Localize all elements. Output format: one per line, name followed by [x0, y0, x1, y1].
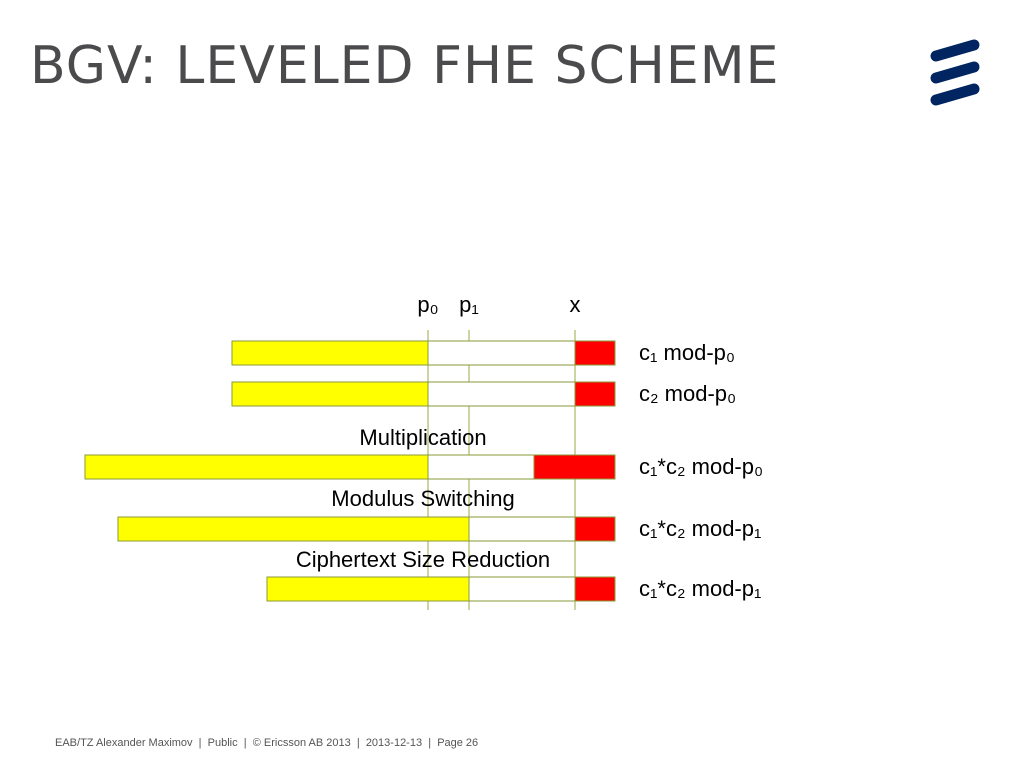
row-label-4: c₁*c₂ mod-p₁	[639, 516, 761, 541]
marker-x: x	[570, 292, 581, 317]
footer-copyright: © Ericsson AB 2013	[252, 737, 351, 749]
bar-gap-1	[427, 340, 576, 366]
step-modulus-switching: Modulus Switching	[331, 486, 514, 511]
bar-signal-4	[117, 516, 470, 542]
footer: EAB/TZ Alexander Maximov | Public | © Er…	[55, 737, 479, 749]
bar-noise-4	[574, 516, 616, 542]
bar-gap-4	[468, 516, 576, 542]
marker-p1: p₁	[459, 292, 479, 317]
bar-signal-2	[231, 381, 429, 407]
footer-page-number: Page 26	[437, 737, 479, 749]
bar-noise-1	[574, 340, 616, 366]
bar-signal-1	[231, 340, 429, 366]
slide-title: BGV: Leveled FHE Scheme	[30, 36, 780, 96]
step-multiplication: Multiplication	[359, 425, 486, 450]
row-label-1: c₁ mod-p₀	[639, 340, 735, 365]
bar-gap-2	[427, 381, 576, 407]
bar-noise-5	[574, 576, 616, 602]
bar-signal-5	[266, 576, 470, 602]
footer-author: EAB/TZ Alexander Maximov	[55, 737, 193, 749]
footer-date: 2013-12-13	[365, 737, 423, 749]
bar-noise-3	[533, 454, 616, 480]
bgv-diagram: p₀ p₁ x c₁ mod-p₀ c₂ mod-p₀ c₁*c₂ mod-p₀ c₁*c₂…	[84, 292, 763, 610]
row-label-5: c₁*c₂ mod-p₁	[639, 576, 761, 601]
row-label-3: c₁*c₂ mod-p₀	[639, 454, 763, 479]
step-ciphertext-size-reduction: Ciphertext Size Reduction	[296, 547, 550, 572]
ericsson-logo-icon	[930, 39, 980, 106]
bar-signal-3	[84, 454, 429, 480]
bar-gap-3	[427, 454, 535, 480]
marker-p0: p₀	[417, 292, 438, 317]
row-label-2: c₂ mod-p₀	[639, 381, 736, 406]
footer-classification: Public	[207, 737, 238, 749]
bar-gap-5	[468, 576, 576, 602]
bar-noise-2	[574, 381, 616, 407]
